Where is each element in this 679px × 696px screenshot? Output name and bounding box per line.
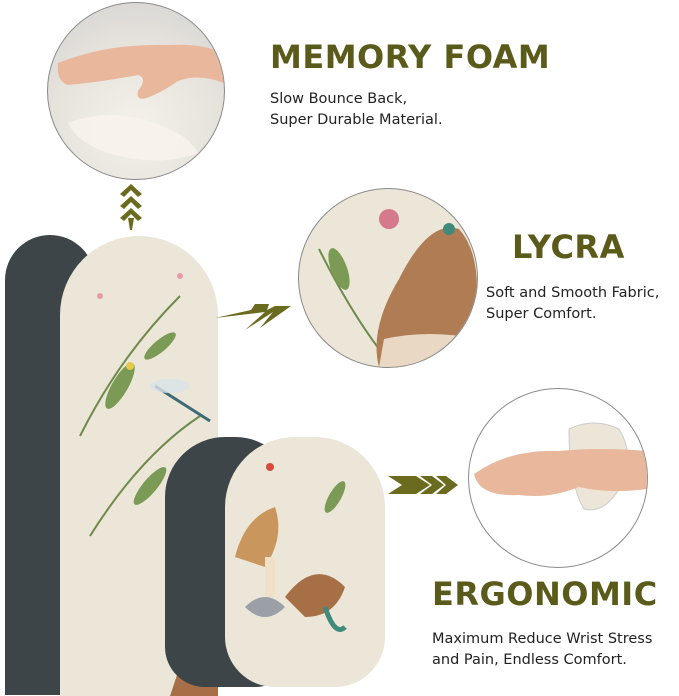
feature-title-memory-foam: MEMORY FOAM: [270, 38, 551, 76]
hand-on-wrist-rest-icon: [474, 422, 647, 511]
fabric-closeup-icon: [318, 209, 477, 367]
feature-desc-ergonomic: Maximum Reduce Wrist Stress and Pain, En…: [432, 631, 653, 668]
feature-desc-lycra: Soft and Smooth Fabric, Super Comfort.: [486, 285, 660, 322]
ergonomic-photo: [468, 388, 648, 568]
memory-foam-photo: [47, 2, 225, 180]
arrow-right-ergonomic-icon: [388, 476, 458, 494]
feature-title-lycra: LYCRA: [512, 228, 625, 266]
arrow-right-lycra-icon: [215, 304, 291, 330]
feature-title-ergonomic: ERGONOMIC: [432, 575, 658, 613]
hand-on-foam-icon: [57, 44, 224, 161]
mouse-wrist-rest-top: [225, 437, 385, 687]
mushroom-pattern-icon: [235, 463, 347, 632]
feature-desc-memory-foam: Slow Bounce Back, Super Durable Material…: [270, 91, 443, 128]
chevron-up-arrow-icon: [120, 184, 142, 230]
lycra-fabric-photo: [298, 188, 478, 368]
